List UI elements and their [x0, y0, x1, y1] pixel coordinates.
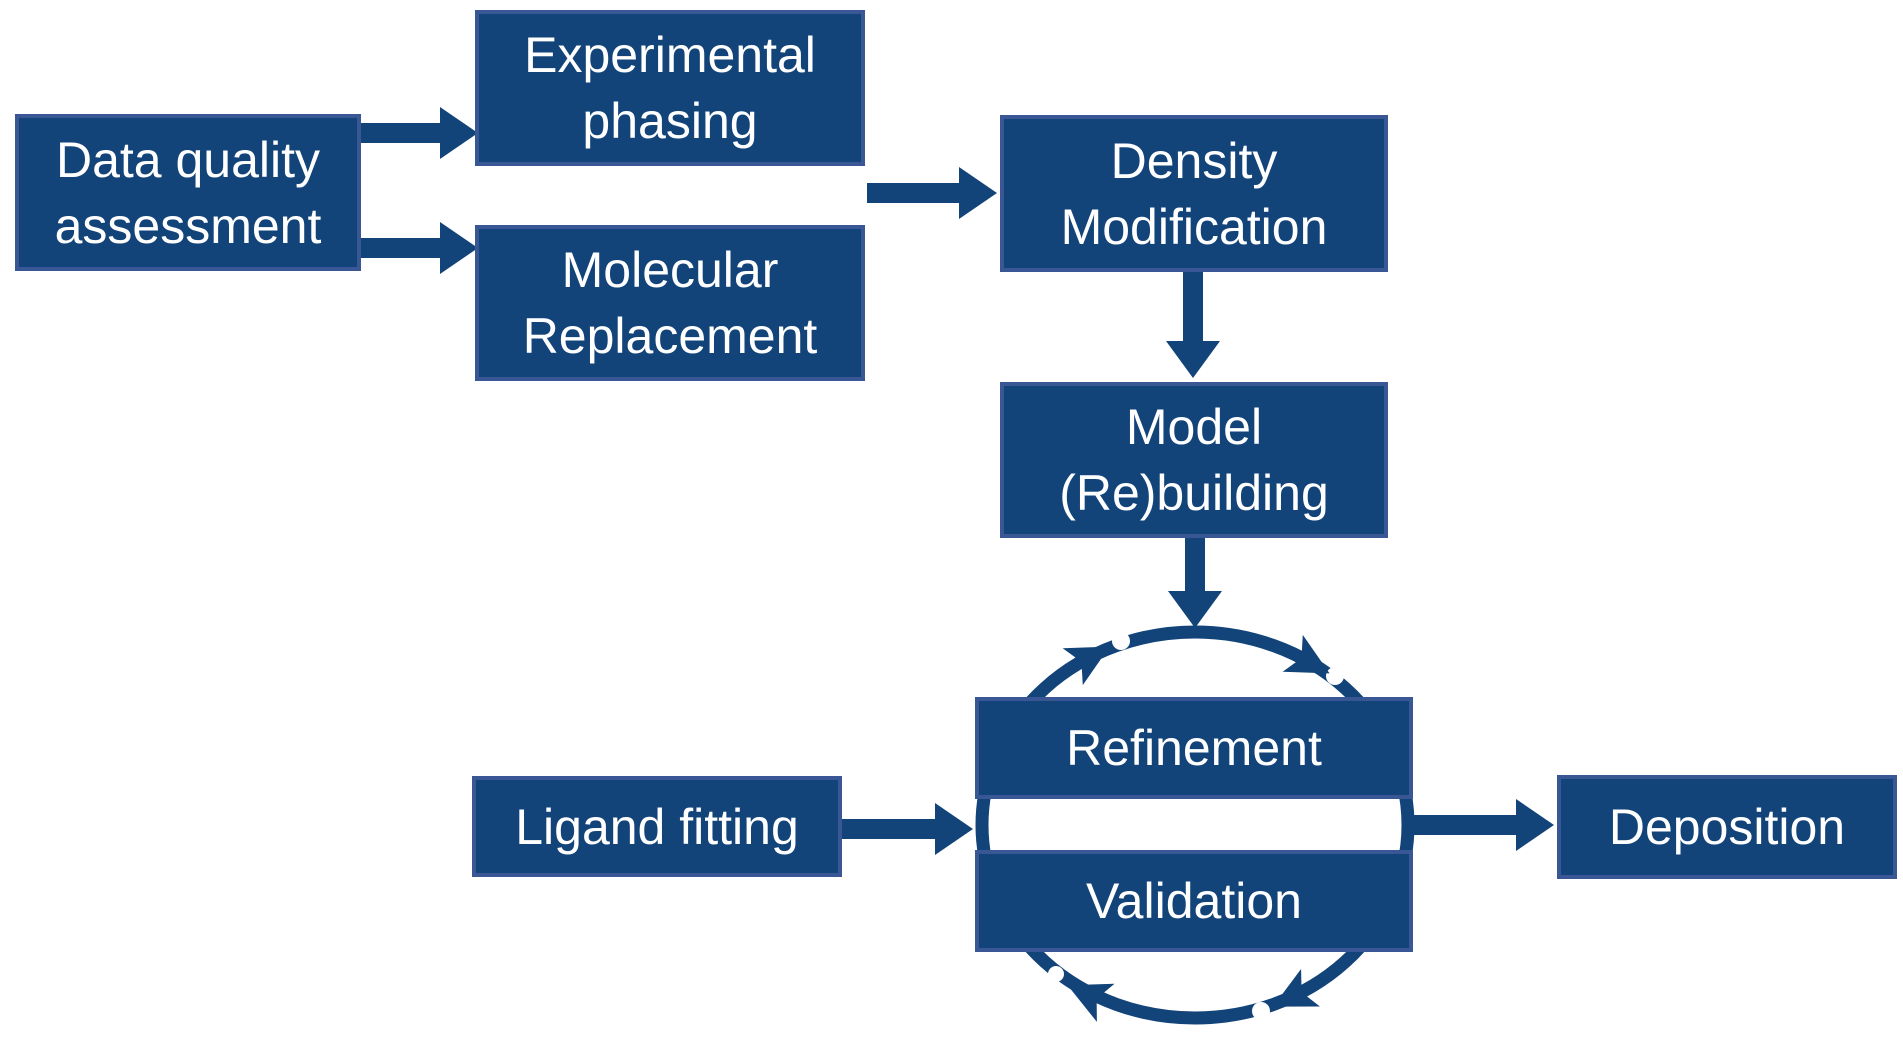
- node-label-line: Density: [1110, 132, 1278, 189]
- arrow-phasing-to-density-modification: [867, 167, 997, 219]
- cycle-arrowhead-bottom-left: [1067, 983, 1115, 1022]
- cycle-arrowhead-top-left: [1062, 646, 1110, 686]
- node-label-line: phasing: [582, 93, 758, 149]
- node-density-modification: Density Modification: [1000, 115, 1388, 272]
- node-label-line: (Re)building: [1059, 465, 1329, 521]
- cycle-ring-gap: [1112, 632, 1130, 650]
- node-data-quality-assessment: Data quality assessment: [15, 114, 361, 271]
- arrow-data-quality-to-molecular-replacement: [360, 222, 478, 274]
- cycle-arrowhead-top-right: [1282, 634, 1330, 674]
- cycle-ring-gap: [1252, 1002, 1270, 1020]
- node-label-line: Model: [1125, 399, 1263, 455]
- node-label-line: Modification: [1060, 198, 1328, 255]
- arrow-cycle-to-deposition: [1408, 799, 1554, 851]
- node-experimental-phasing: Experimental phasing: [475, 10, 865, 166]
- arrow-ligand-fitting-to-cycle: [841, 803, 973, 855]
- node-refinement: Refinement: [975, 697, 1413, 799]
- arrow-density-modification-to-model-rebuilding: [1166, 270, 1220, 378]
- node-label-line: Validation: [1086, 873, 1302, 929]
- node-label-line: assessment: [54, 197, 322, 254]
- arrow-data-quality-to-experimental-phasing: [360, 107, 478, 159]
- node-deposition: Deposition: [1557, 775, 1897, 879]
- refinement-validation-cycle-ring: [975, 625, 1415, 1025]
- cycle-ring-gap: [1326, 667, 1344, 685]
- cycle-arrowhead-bottom-right: [1272, 968, 1320, 1007]
- node-label-line: Molecular: [561, 242, 779, 298]
- node-validation: Validation: [975, 850, 1413, 952]
- arrow-model-rebuilding-to-cycle: [1168, 538, 1222, 628]
- node-model-rebuilding: Model (Re)building: [1000, 382, 1388, 538]
- node-molecular-replacement: Molecular Replacement: [475, 225, 865, 381]
- node-label-line: Experimental: [524, 27, 816, 83]
- node-label-line: Ligand fitting: [515, 798, 799, 855]
- node-label-line: Refinement: [1066, 720, 1322, 776]
- node-label-line: Deposition: [1608, 799, 1846, 855]
- cycle-ring-gap: [1048, 966, 1064, 982]
- node-ligand-fitting: Ligand fitting: [472, 776, 842, 877]
- node-label-line: Data quality: [55, 131, 321, 188]
- node-label-line: Replacement: [522, 308, 818, 364]
